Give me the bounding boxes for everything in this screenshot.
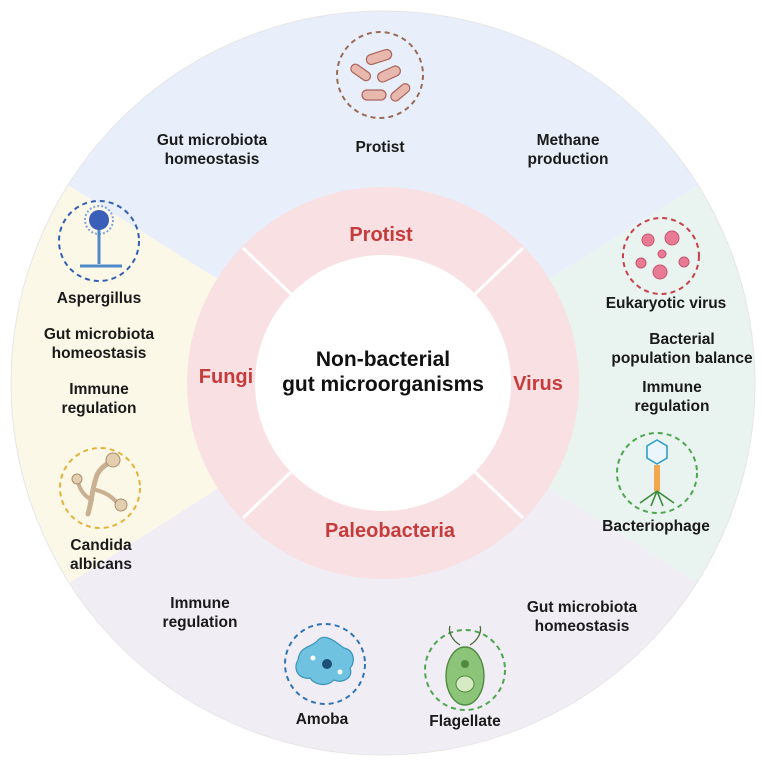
center-title-line1: Non-bacterial (316, 348, 450, 371)
center-circle (255, 255, 511, 511)
protist-right-function-line2: production (528, 151, 609, 168)
paleobacteria-left-function-line1: Immune (170, 595, 230, 612)
protist-right-function-line1: Methane (537, 132, 600, 149)
fungi-function2-line2: regulation (62, 400, 137, 417)
protist-organism-label: Protist (355, 139, 404, 156)
aspergillus-illustration (58, 200, 140, 282)
bacteriophage-illustration (616, 432, 698, 514)
amoba-illustration (284, 623, 366, 705)
paleobacteria-left-function-line2: regulation (163, 614, 238, 631)
paleobacteria-sector (11, 383, 755, 755)
protist-left-function-line2: homeostasis (165, 151, 260, 168)
protist-sector (11, 11, 755, 383)
virus-organism-top-label: Eukaryotic virus (606, 295, 727, 312)
outer-ring-border (10, 10, 756, 756)
inner-ring-dividers (241, 246, 525, 520)
candida-albicans-illustration (59, 447, 141, 529)
eukaryotic-virus-illustration (622, 217, 700, 295)
fungi-organism-bottom-line2: albicans (70, 556, 132, 573)
fungi-function1-line1: Gut microbiota (44, 326, 155, 343)
flagellate-illustration (424, 625, 506, 711)
paleobacteria-right-function-line1: Gut microbiota (527, 599, 638, 616)
virus-organism-bottom-label: Bacteriophage (602, 518, 710, 535)
category-paleobacteria: Paleobacteria (325, 520, 456, 542)
paleobacteria-right-function-line2: homeostasis (535, 618, 630, 635)
paleobacteria-organism-left-label: Amoba (296, 711, 349, 728)
virus-function1-line2: population balance (611, 350, 753, 367)
center-title-line2: gut microorganisms (282, 373, 484, 396)
category-virus: Virus (513, 373, 563, 395)
fungi-sector (11, 130, 383, 640)
fungi-organism-bottom-line1: Candida (70, 537, 132, 554)
virus-function2-line2: regulation (635, 398, 710, 415)
protist-illustration (336, 31, 424, 119)
fungi-function2-line1: Immune (69, 381, 129, 398)
virus-function2-line1: Immune (642, 379, 702, 396)
fungi-organism-top-label: Aspergillus (57, 290, 141, 307)
virus-function1-line1: Bacterial (649, 331, 714, 348)
category-fungi: Fungi (199, 366, 253, 388)
paleobacteria-organism-right-label: Flagellate (429, 713, 501, 730)
fungi-function1-line2: homeostasis (52, 345, 147, 362)
protist-left-function-line1: Gut microbiota (157, 132, 268, 149)
category-protist: Protist (349, 224, 413, 246)
